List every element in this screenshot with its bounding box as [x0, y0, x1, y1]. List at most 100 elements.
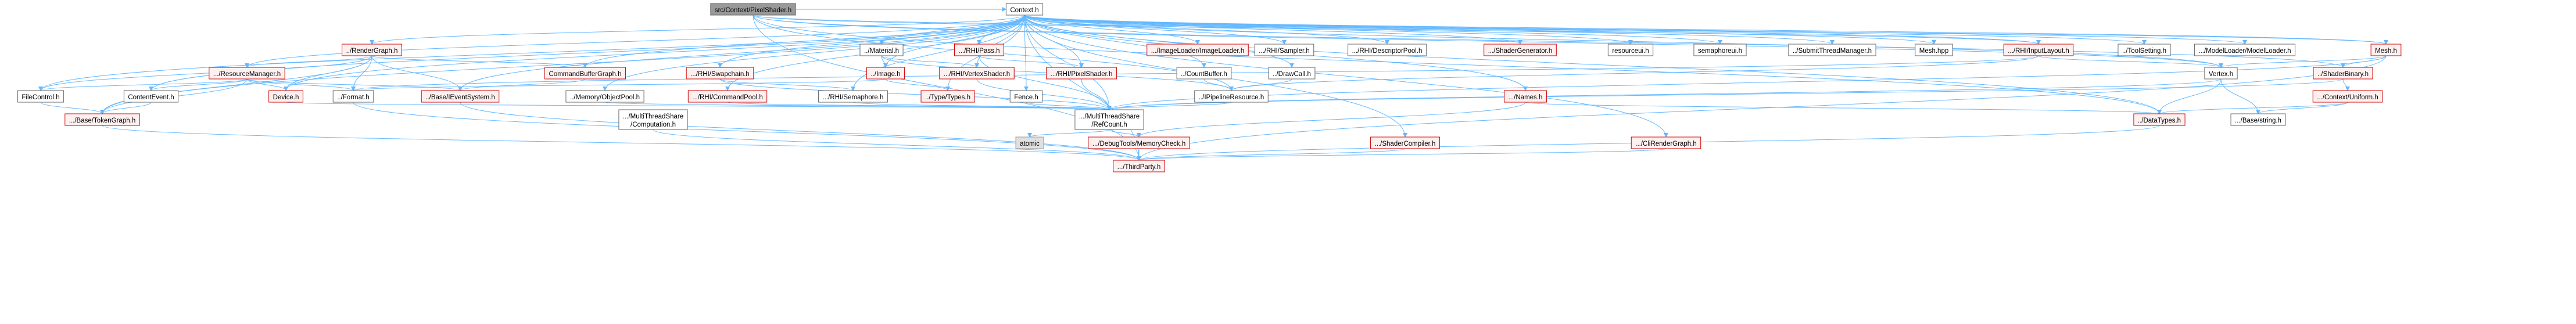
graph-node-multithreadref[interactable]: .../MultiThreadShare/RefCount.h — [1074, 109, 1144, 130]
graph-node-filecontrol[interactable]: FileControl.h — [17, 90, 65, 103]
node-label: Mesh.h — [2375, 48, 2397, 55]
graph-node-vertex[interactable]: Vertex.h — [2204, 67, 2238, 80]
node-box — [1015, 136, 1044, 149]
graph-node-clirendergraph[interactable]: .../CliRenderGraph.h — [1631, 136, 1701, 149]
node-box — [1113, 160, 1165, 172]
node-box — [1194, 90, 1269, 103]
graph-node-uniform[interactable]: .../Context/Uniform.h — [2312, 90, 2383, 103]
node-label: src/Context/PixelShader.h — [715, 7, 791, 14]
node-label: .../ResourceManager.h — [213, 71, 281, 78]
graph-node-drawcall[interactable]: ../DrawCall.h — [1268, 67, 1316, 80]
node-box — [1631, 136, 1701, 149]
dependency-edge — [979, 55, 1084, 68]
dependency-edge — [753, 15, 2223, 68]
dependency-edge — [753, 15, 1141, 161]
graph-node-commandbuffergraph[interactable]: CommandBufferGraph.h — [544, 67, 626, 80]
node-box — [1074, 109, 1144, 130]
graph-node-rhi_swapchain[interactable]: .../RHI/Swapchain.h — [686, 67, 754, 80]
graph-node-multithread[interactable]: .../MultiThreadShare/Computation.h — [618, 109, 688, 130]
graph-node-imageloader[interactable]: .../ImageLoader/ImageLoader.h — [1147, 44, 1249, 56]
node-box — [618, 109, 688, 130]
dependency-edge — [603, 15, 1025, 91]
node-label: Vertex.h — [2209, 71, 2233, 78]
graph-node-mesh_hpp[interactable]: Mesh.hpp — [1915, 44, 1953, 56]
graph-node-rhi_semaphore[interactable]: .../RHI/Semaphore.h — [818, 90, 888, 103]
graph-node-typetypes[interactable]: ../Type/Types.h — [920, 90, 975, 103]
graph-node-pipelineresource[interactable]: ../IPipelineResource.h — [1194, 90, 1269, 103]
graph-node-rhi_inputlayout[interactable]: .../RHI/InputLayout.h — [2003, 44, 2074, 56]
graph-node-basestring[interactable]: .../Base/string.h — [2230, 113, 2286, 126]
dependency-edge — [40, 102, 105, 114]
node-label: /Computation.h — [630, 121, 676, 128]
graph-node-format[interactable]: ../Format.h — [332, 90, 374, 103]
dependency-edge — [1024, 15, 1633, 45]
graph-node-submitthread[interactable]: ../SubmitThreadManager.h — [1788, 44, 1876, 56]
graph-node-shadergen[interactable]: .../ShaderGenerator.h — [1484, 44, 1557, 56]
graph-node-fence[interactable]: Fence.h — [1009, 90, 1043, 103]
graph-node-rendergraph[interactable]: ../RenderGraph.h — [342, 44, 402, 56]
node-box — [939, 67, 1015, 80]
graph-node-tokengraph[interactable]: .../Base/TokenGraph.h — [65, 113, 140, 126]
graph-node-rhi_sampler[interactable]: .../RHI/Sampler.h — [1254, 44, 1314, 56]
graph-node-eventsystem[interactable]: ../Base/IEventSystem.h — [421, 90, 500, 103]
graph-node-rhi_commandpool[interactable]: .../RHI/CommandPool.h — [687, 90, 768, 103]
graph-node-names[interactable]: .../Names.h — [1504, 90, 1547, 103]
node-label: resourceui.h — [1612, 48, 1649, 55]
graph-node-countbuffer[interactable]: ../CountBuffer.h — [1176, 67, 1232, 80]
graph-node-rhi_pass[interactable]: .../RHI/Pass.h — [954, 44, 1004, 56]
node-box — [954, 44, 1004, 56]
graph-node-datatypes[interactable]: ../DataTypes.h — [2133, 113, 2186, 126]
node-box — [1693, 44, 1747, 56]
graph-node-mesh_h[interactable]: Mesh.h — [2370, 44, 2402, 56]
graph-node-rhi_pixelshader[interactable]: .../RHI/PixelShader.h — [1046, 67, 1117, 80]
node-label: Mesh.hpp — [1919, 48, 1949, 55]
graph-node-atomic[interactable]: atomic — [1015, 136, 1044, 149]
graph-node-contentevent[interactable]: ContentEvent.h — [123, 90, 179, 103]
dependency-edge — [1229, 55, 2039, 91]
graph-node-rhi_vertexshader[interactable]: .../RHI/VertexShader.h — [939, 67, 1015, 80]
graph-node-semaphoreui[interactable]: semaphoreui.h — [1693, 44, 1747, 56]
node-box — [2003, 44, 2074, 56]
dependency-edge — [149, 78, 248, 91]
dependency-edge — [851, 15, 1025, 91]
graph-node-shadercompiler[interactable]: .../ShaderCompiler.h — [1370, 136, 1440, 149]
dependency-edge — [1024, 15, 2162, 114]
node-box — [1088, 136, 1190, 149]
graph-node-objectpool[interactable]: ../Memory/ObjectPool.h — [565, 90, 644, 103]
dependency-edge — [727, 102, 1112, 110]
node-label: .../ModelLoader/ModelLoader.h — [2198, 48, 2291, 55]
node-label: ContentEvent.h — [128, 94, 174, 101]
graph-node-modelloader[interactable]: .../ModelLoader/ModelLoader.h — [2194, 44, 2296, 56]
dependency-edge — [974, 15, 1025, 68]
graph-node-memorycheck[interactable]: .../DebugTools/MemoryCheck.h — [1088, 136, 1190, 149]
dependency-edge — [353, 102, 1141, 161]
graph-node-resourceui[interactable]: resourceui.h — [1607, 44, 1654, 56]
node-label: CommandBufferGraph.h — [549, 71, 621, 78]
graph-node-pixelshader[interactable]: src/Context/PixelShader.h — [710, 3, 796, 16]
dependency-edge — [852, 102, 1112, 110]
dependency-edge — [979, 55, 1112, 110]
graph-node-image[interactable]: ../Image.h — [866, 67, 905, 80]
graph-node-shaderbinary[interactable]: ../ShaderBinary.h — [2313, 67, 2373, 80]
node-label: ../CountBuffer.h — [1181, 71, 1227, 78]
graph-node-device[interactable]: Device.h — [268, 90, 303, 103]
dependency-edge — [1026, 102, 1112, 110]
graph-node-toolsetting[interactable]: ../ToolSetting.h — [2118, 44, 2171, 56]
dependency-edge — [371, 55, 463, 91]
graph-node-rhi_descpool[interactable]: .../RHI/DescriptorPool.h — [1348, 44, 1427, 56]
graph-node-resourcemanager[interactable]: .../ResourceManager.h — [209, 67, 285, 80]
dependency-edge — [458, 78, 586, 91]
node-label: .../RHI/DescriptorPool.h — [1352, 48, 1423, 55]
dependency-edge — [885, 78, 950, 91]
graph-node-material[interactable]: ../Material.h — [859, 44, 904, 56]
node-box — [1915, 44, 1953, 56]
dependency-edge — [2157, 102, 2348, 114]
dependency-edge — [719, 78, 1112, 110]
node-box — [1254, 44, 1314, 56]
node-box — [2133, 113, 2186, 126]
graph-node-thirdparty[interactable]: .../ThirdParty.h — [1113, 160, 1165, 172]
node-box — [65, 113, 140, 126]
graph-node-context[interactable]: Context.h — [1005, 3, 1044, 16]
node-label: ../Type/Types.h — [925, 94, 970, 101]
dependency-edge — [245, 55, 372, 68]
